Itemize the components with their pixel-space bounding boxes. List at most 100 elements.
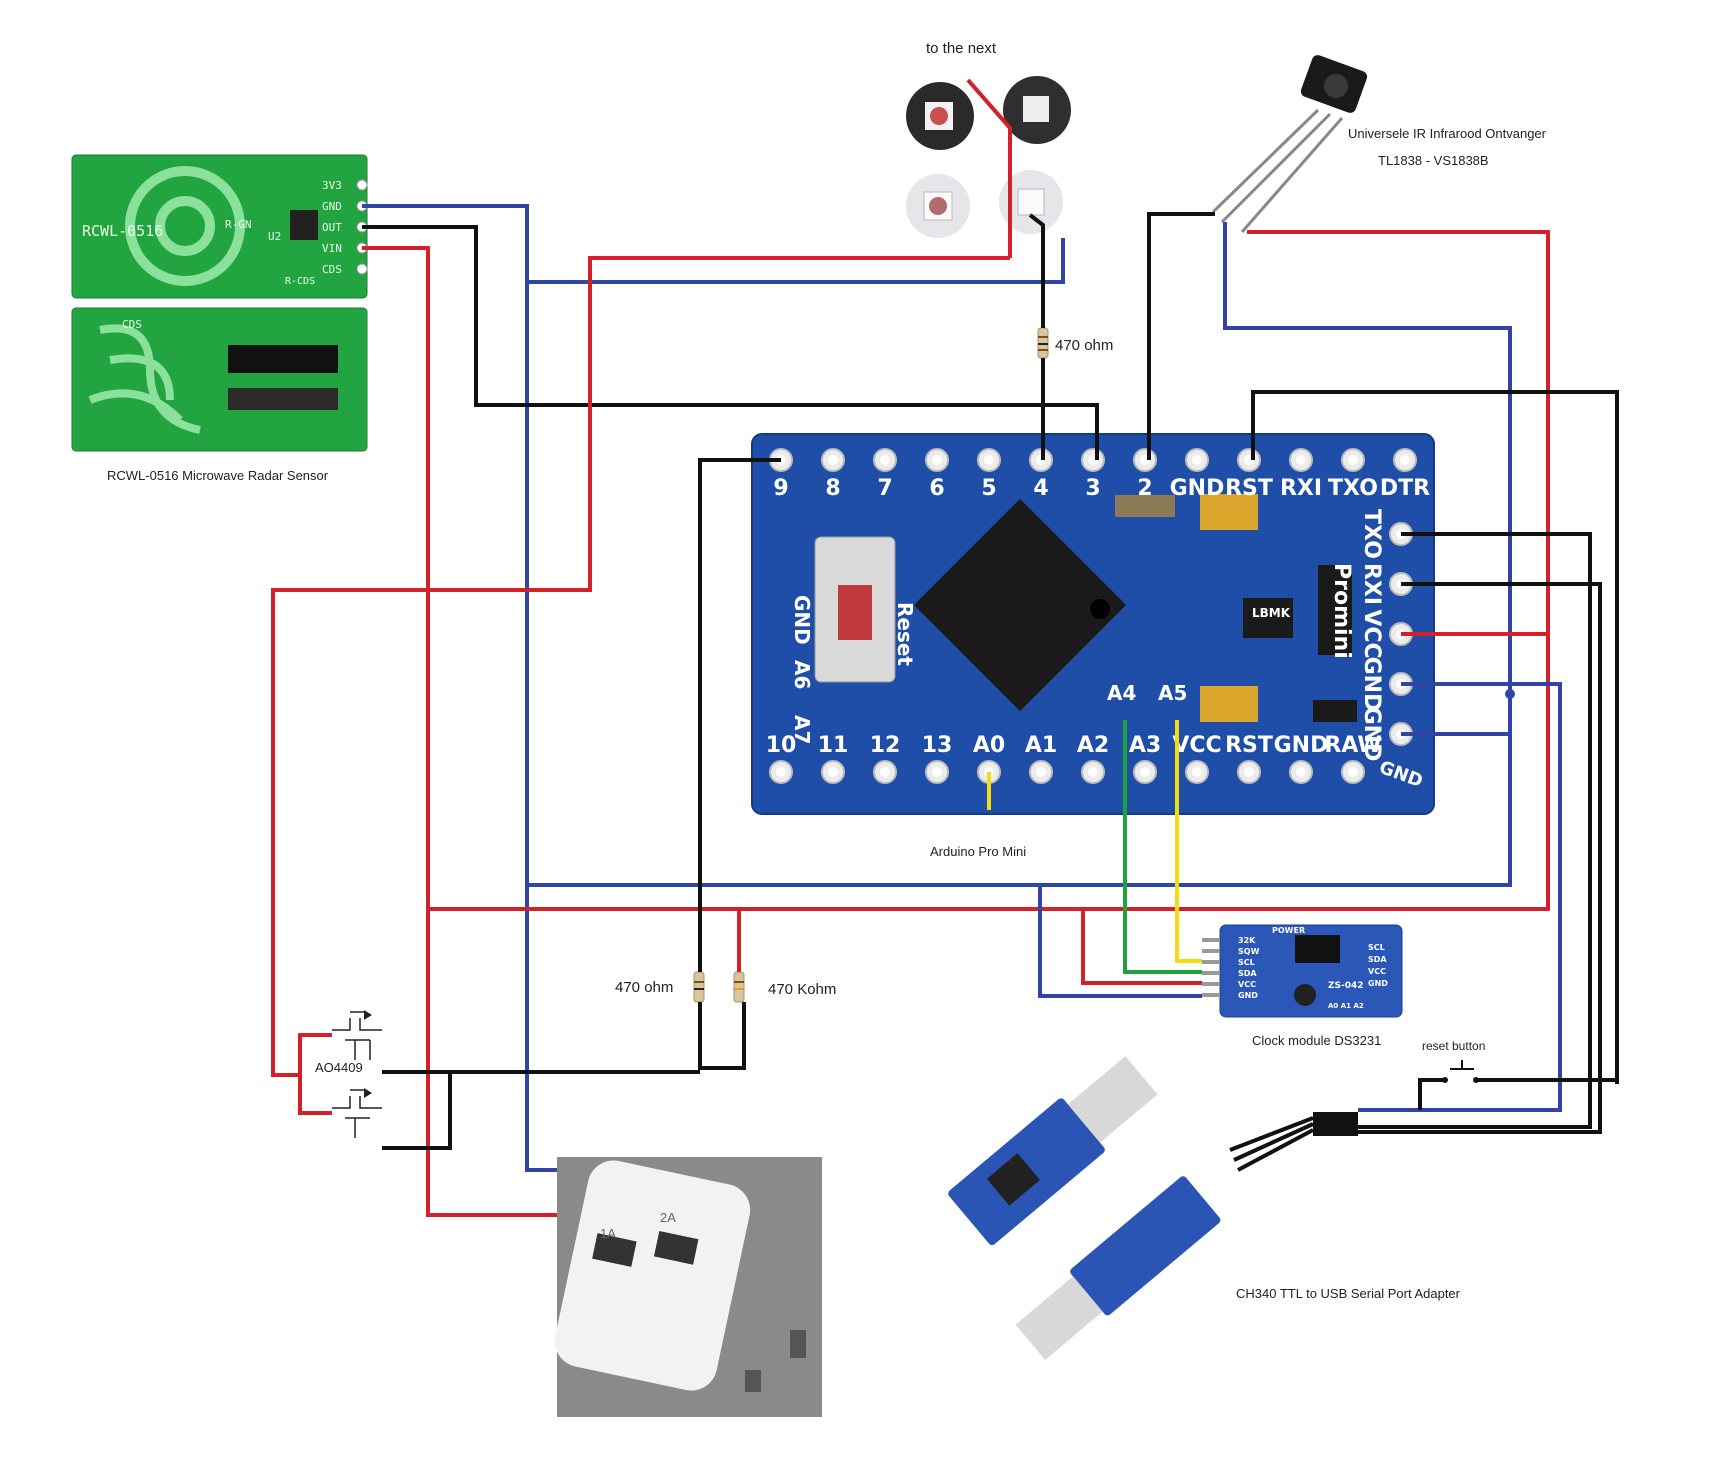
reset-silk: Reset [893,602,917,666]
pin-label-top: 5 [981,476,996,501]
pin-label-bottom: 10 [766,733,797,758]
pin-hole-bottom-center [1088,767,1098,777]
radar-rcds: R-CDS [285,276,315,287]
clock-pin-label: SCL [1238,958,1255,967]
clock-pin-label: GND [1238,991,1258,1000]
wire-black [698,458,781,972]
pin-label-top: GND [1170,476,1225,501]
pin-hole-top-center [828,455,838,465]
wire-junction [1505,689,1515,699]
clock-pin-label: 32K [1238,936,1256,945]
radar-pin-label: OUT [322,221,342,234]
wire-blue [527,222,1512,887]
pin-label-right: VCC [1359,609,1384,658]
pin-hole-top-center [984,455,994,465]
pin-label-bottom: A0 [973,733,1005,758]
wire-black [1418,1078,1445,1110]
a6-silk: A6 [790,660,814,689]
wire-black [1147,212,1215,460]
wire-black [1358,532,1592,1129]
pin-label-bottom: RAW [1324,733,1381,758]
wire-red [966,78,1012,258]
pin-hole-bottom-center [828,767,838,777]
clock-pin-label: SDA [1238,969,1257,978]
wire-black [1251,390,1619,1084]
pin-hole-top-center [1400,455,1410,465]
pin-label-top: 6 [929,476,944,501]
ir-models: TL1838 - VS1838B [1378,153,1489,168]
lbmk-silk: LBMK [1252,606,1291,620]
wire-red [1081,909,1202,985]
wire-black [362,225,1099,460]
pin-hole-top-center [932,455,942,465]
pin-hole-top-center [1296,455,1306,465]
ir-receiver: Universele IR Infrarood Ontvanger TL1838… [1211,55,1547,233]
res-b-label: 470 Kohm [768,981,836,998]
pin-label-bottom: VCC [1172,733,1221,758]
ch340-label: CH340 TTL to USB Serial Port Adapter [1236,1286,1461,1301]
arduino-label: Arduino Pro Mini [930,844,1026,859]
pin-hole-top-center [1348,455,1358,465]
wire-blue [1358,682,1562,1112]
pin-label-top: RXI [1280,476,1322,501]
pin-label-right: RXI [1359,563,1384,605]
wire-black [1229,1116,1314,1152]
radar-sensor: RCWL-0516 R-GN U2 R-CDS 3V3GNDOUTVINCDS … [71,154,368,483]
clock-pin [1202,949,1220,953]
promini-silk: Promini [1329,563,1354,659]
wire-black [382,1072,452,1150]
pin-label-top: 3 [1085,476,1100,501]
pin-label-bottom: A3 [1129,733,1161,758]
radar-label: RCWL-0516 Microwave Radar Sensor [107,468,329,483]
wire-black [698,1002,746,1070]
radar-rgn: R-GN [225,218,252,231]
wire-black [1233,1122,1314,1162]
reset-button[interactable]: reset button [1422,1039,1485,1083]
wire-black [1358,582,1602,1134]
clock-pin-label: SQW [1238,947,1260,956]
clock-pin [1202,960,1220,964]
ir-title: Universele IR Infrarood Ontvanger [1348,126,1547,141]
pin-label-bottom: RST [1225,733,1273,758]
resistor-top: 470 ohm [1037,327,1113,359]
clock-addr-silk: A0 A1 A2 [1328,1002,1364,1010]
mosfet-label: AO4409 [315,1060,363,1075]
ch340-adapter: CH340 TTL to USB Serial Port Adapter [948,1056,1461,1360]
resistor-470-ohm: 470 ohm [615,971,705,1003]
pin-hole-bottom-center [1296,767,1306,777]
clock-pin [1202,982,1220,986]
pin-hole-top-center [880,455,890,465]
radar-pin-hole [356,179,368,191]
clock-right-pin-label: SDA [1368,955,1387,964]
clock-pin [1202,971,1220,975]
to-next-label: to the next [926,40,997,57]
clock-model-silk: ZS-042 [1328,981,1364,991]
clock-power-silk: POWER [1272,926,1305,935]
wire-yellow [1175,720,1202,963]
radar-pin-label: 3V3 [322,179,342,192]
charger-port2: 2A [660,1210,676,1225]
pin-hole-bottom-center [880,767,890,777]
wire-black [1237,1128,1314,1172]
arduino-pro-mini: Reset LBMK Promini GND A6 A7 A4 A5 GND 9… [751,433,1435,859]
pin-label-top: 8 [825,476,840,501]
clock-pin [1202,993,1220,997]
a5-silk: A5 [1158,681,1187,705]
wire-red [428,256,1010,592]
charger-port1: 1A [600,1226,616,1241]
pin-hole-top-center [1192,455,1202,465]
gnd-left-silk: GND [790,595,814,645]
clock-pin-label: VCC [1238,980,1256,989]
resistor-470-kohm: 470 Kohm [733,971,836,1003]
clock-label: Clock module DS3231 [1252,1033,1381,1048]
mosfet-ao4409: AO4409 [315,1010,382,1138]
wire-black [1028,213,1045,328]
pin-label-bottom: A1 [1025,733,1057,758]
wire-red [362,246,557,1217]
pin-label-top: DTR [1380,476,1430,501]
pin-hole-bottom-center [932,767,942,777]
reset-button-label: reset button [1422,1039,1485,1053]
res-a-label: 470 ohm [615,979,673,996]
pin-hole-bottom-center [1192,767,1202,777]
